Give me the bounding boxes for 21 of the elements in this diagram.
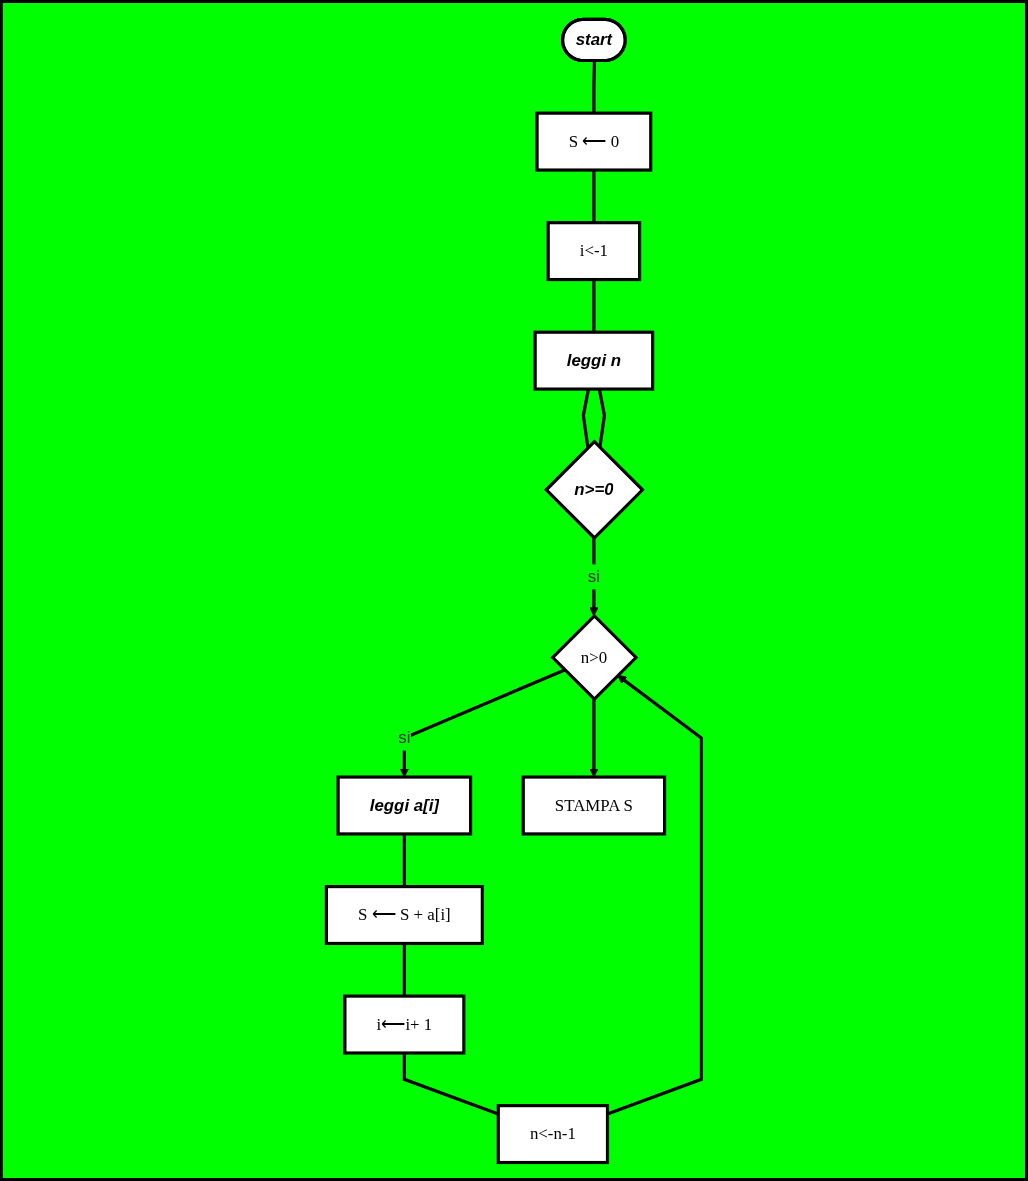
connector [402, 833, 406, 887]
node-box: n<-n-1 [496, 1103, 610, 1164]
edge-label: si [587, 566, 601, 585]
node-diamond: n>=0 [544, 439, 645, 540]
connector [592, 279, 596, 332]
connector [592, 169, 596, 223]
node-box: STAMPA S [521, 775, 667, 836]
node-box: S ⟵ 0 [535, 111, 653, 172]
connector [592, 60, 597, 113]
connector [402, 943, 406, 996]
arrow [399, 668, 566, 777]
node-box: i<-1 [546, 220, 642, 281]
node-box: i⟵i+ 1 [343, 994, 466, 1055]
node-box: leggi a[i] [336, 775, 473, 836]
arrow [589, 698, 599, 777]
connector [581, 388, 591, 448]
node-diamond: n>0 [550, 613, 639, 701]
node-box: leggi n [533, 330, 655, 391]
connector [597, 388, 607, 448]
node-box: S ⟵ S + a[i] [324, 884, 484, 945]
edge-label: si [398, 728, 411, 747]
